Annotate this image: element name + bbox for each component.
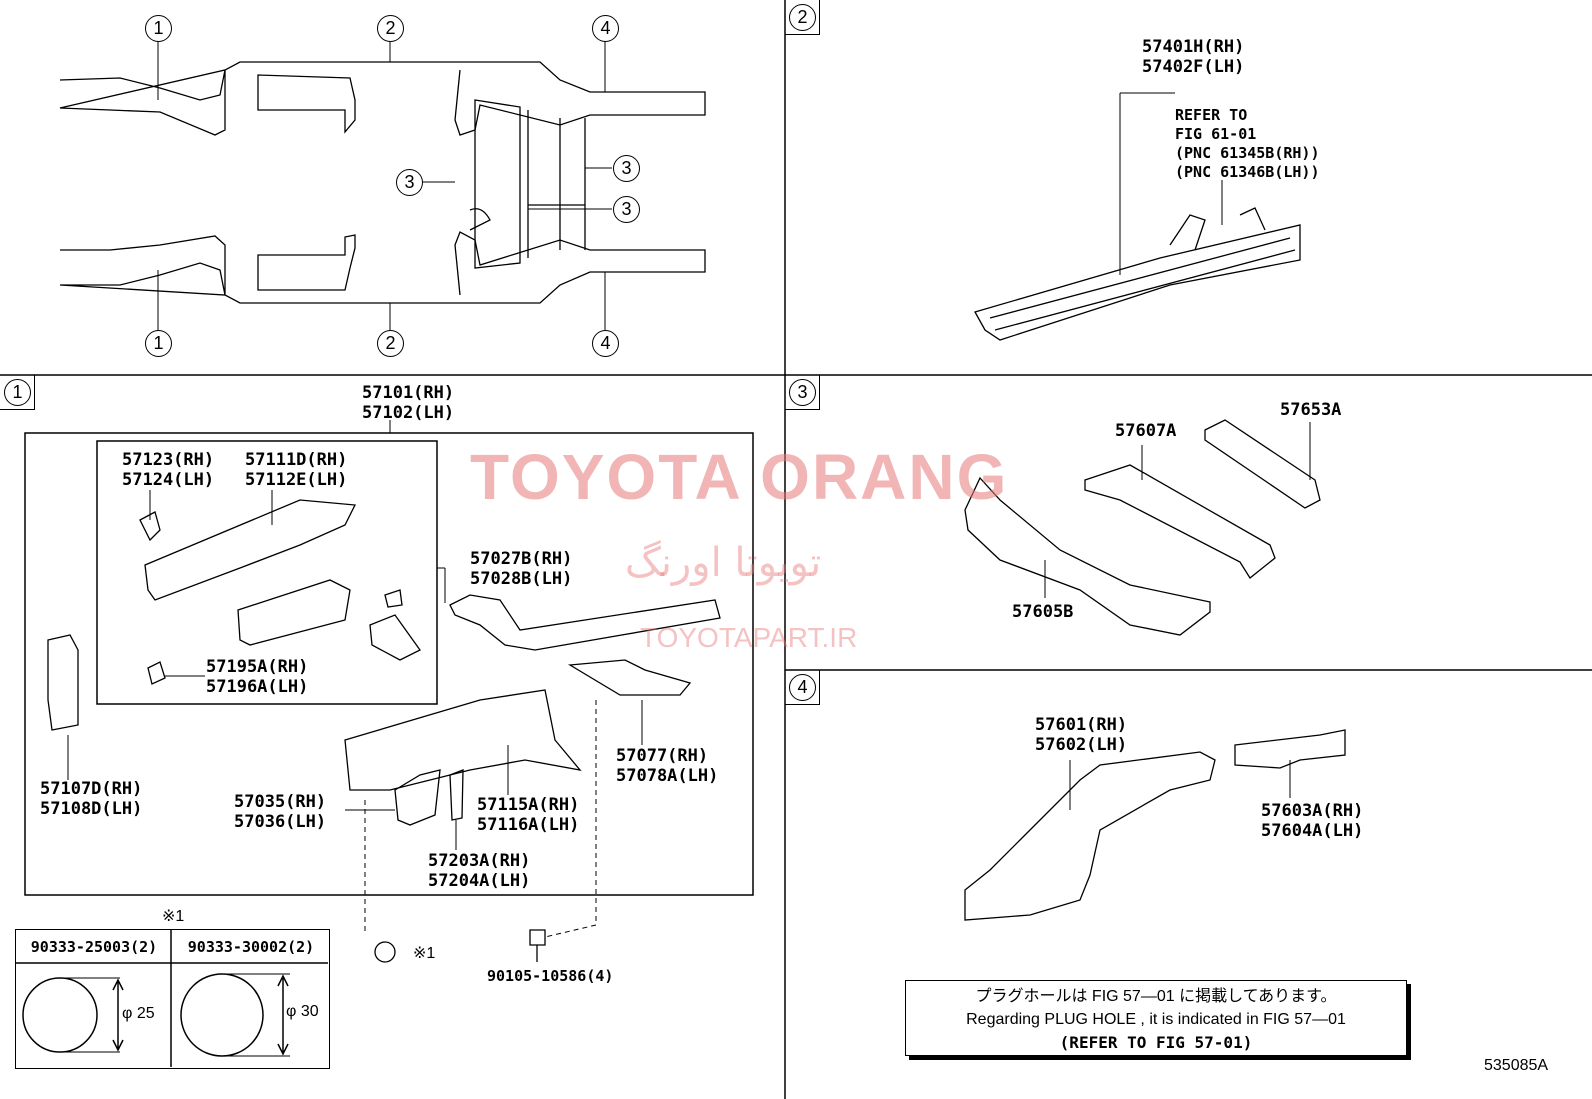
overview-callout: 3 bbox=[613, 196, 640, 223]
section-2-marker: 2 bbox=[785, 0, 820, 35]
section3-parts bbox=[964, 419, 1321, 636]
part-number: 57111D(RH) bbox=[245, 450, 348, 470]
part-number: 57195A(RH) bbox=[206, 657, 309, 677]
part-number: 57027B(RH) bbox=[470, 549, 573, 569]
underbody-overview-outline bbox=[59, 61, 706, 304]
part-number: 57116A(LH) bbox=[477, 815, 580, 835]
plug-part-number: 90333-25003(2) bbox=[30, 938, 158, 956]
part-number: 57601(RH) bbox=[1035, 715, 1128, 735]
overview-callout: 4 bbox=[592, 330, 619, 357]
plug-diameter-value: 25 bbox=[136, 1005, 155, 1022]
part-number: 57604A(LH) bbox=[1261, 821, 1364, 841]
section1-parts bbox=[47, 499, 721, 826]
plug-diameter-value: 30 bbox=[300, 1003, 319, 1020]
part-number: 57035(RH) bbox=[234, 792, 327, 812]
overview-callout: 4 bbox=[592, 15, 619, 42]
section-4-number: 4 bbox=[789, 674, 816, 701]
section3-leaders bbox=[1044, 422, 1311, 598]
refer-line: REFER TO bbox=[1175, 106, 1248, 124]
part-number: 57124(LH) bbox=[122, 470, 215, 490]
overview-callout: 2 bbox=[377, 15, 404, 42]
section-4-marker: 4 bbox=[785, 670, 820, 705]
note-line-refer: (REFER TO FIG 57-01) bbox=[1059, 1033, 1253, 1052]
part-label-57605B: 57605B bbox=[1012, 602, 1074, 622]
part-label-57035: 57035(RH)57036(LH) bbox=[234, 792, 326, 832]
plug-part-number: 90333-30002(2) bbox=[187, 938, 315, 956]
part-label-57607A: 57607A bbox=[1115, 421, 1177, 441]
note-line-jp: プラグホールは FIG 57―01 に掲載してあります。 bbox=[975, 988, 1337, 1005]
overview-leaders bbox=[157, 40, 612, 330]
part-label-57195A: 57195A(RH)57196A(LH) bbox=[206, 657, 308, 697]
refer-line: (PNC 61345B(RH)) bbox=[1175, 144, 1320, 162]
section-3-marker: 3 bbox=[785, 375, 820, 410]
part-label-57101: 57101(RH)57102(LH) bbox=[362, 383, 454, 423]
part-number: 57077(RH) bbox=[616, 746, 709, 766]
bolt-icon bbox=[529, 929, 546, 962]
section-1-number: 1 bbox=[4, 379, 31, 406]
part-number: 57115A(RH) bbox=[477, 795, 580, 815]
plug-icon bbox=[374, 941, 396, 963]
part-label-57123: 57123(RH)57124(LH) bbox=[122, 450, 214, 490]
part-number: 57028B(LH) bbox=[470, 569, 573, 589]
part-number: 57036(LH) bbox=[234, 812, 327, 832]
part-label-57653A: 57653A bbox=[1280, 400, 1342, 420]
section1-inner-box bbox=[96, 440, 438, 705]
figure-code: 535085A bbox=[1484, 1057, 1549, 1074]
part-number: 57603A(RH) bbox=[1261, 801, 1364, 821]
section-2-number: 2 bbox=[789, 4, 816, 31]
overview-callout: 1 bbox=[145, 330, 172, 357]
part-number: 57112E(LH) bbox=[245, 470, 348, 490]
part-number: 57602(LH) bbox=[1035, 735, 1128, 755]
watermark-url: TOYOTAPART.IR bbox=[640, 622, 858, 653]
part-label-57603A: 57603A(RH)57604A(LH) bbox=[1261, 801, 1363, 841]
plug-diameter: φ 30 bbox=[286, 1003, 319, 1020]
note-line-en: Regarding PLUG HOLE , it is indicated in… bbox=[966, 1011, 1346, 1028]
part-number: 57402F(LH) bbox=[1142, 57, 1245, 77]
section1-outer-box bbox=[24, 432, 754, 896]
plug-note-mark: ※1 bbox=[162, 908, 185, 925]
part-label-bolt: 90105-10586(4) bbox=[487, 967, 614, 985]
overview-callout: 2 bbox=[377, 330, 404, 357]
part-label-57203A: 57203A(RH)57204A(LH) bbox=[428, 851, 530, 891]
part-number: 57401H(RH) bbox=[1142, 37, 1245, 57]
overview-callout: 1 bbox=[145, 15, 172, 42]
plug-diameter: φ 25 bbox=[122, 1005, 155, 1022]
section4-parts bbox=[964, 729, 1346, 921]
overview-callout: 3 bbox=[613, 155, 640, 182]
part-label-57077: 57077(RH)57078A(LH) bbox=[616, 746, 718, 786]
section-1-marker: 1 bbox=[0, 375, 35, 410]
refer-line: (PNC 61346B(LH)) bbox=[1175, 163, 1320, 181]
part-label-57601: 57601(RH)57602(LH) bbox=[1035, 715, 1127, 755]
part-label-57401H: 57401H(RH)57402F(LH) bbox=[1142, 37, 1244, 77]
plug-size-table: 90333-25003(2) 90333-30002(2) φ 25 φ 30 bbox=[15, 929, 330, 1069]
part-label-57111D: 57111D(RH)57112E(LH) bbox=[245, 450, 347, 490]
overview-callout: 3 bbox=[396, 169, 423, 196]
watermark-arabic: تویوتا اورنگ bbox=[625, 540, 822, 586]
part-number: 57102(LH) bbox=[362, 403, 455, 423]
part-number: 57203A(RH) bbox=[428, 851, 531, 871]
plug-mark: ※1 bbox=[413, 945, 436, 962]
part-number: 57123(RH) bbox=[122, 450, 215, 470]
part-number: 57101(RH) bbox=[362, 383, 455, 403]
part-number: 57078A(LH) bbox=[616, 766, 719, 786]
section4-leaders bbox=[1069, 760, 1291, 810]
part-number: 57204A(LH) bbox=[428, 871, 531, 891]
part-number: 57196A(LH) bbox=[206, 677, 309, 697]
part-label-57027B: 57027B(RH)57028B(LH) bbox=[470, 549, 572, 589]
rocker-panel-drawing bbox=[974, 92, 1301, 341]
plug-hole-note: プラグホールは FIG 57―01 に掲載してあります。 Regarding P… bbox=[905, 980, 1407, 1056]
part-number: 57108D(LH) bbox=[40, 799, 143, 819]
part-label-57107D: 57107D(RH)57108D(LH) bbox=[40, 779, 142, 819]
watermark-title: TOYOTA ORANG bbox=[470, 441, 1009, 513]
part-number: 57107D(RH) bbox=[40, 779, 143, 799]
part-label-57115A: 57115A(RH)57116A(LH) bbox=[477, 795, 579, 835]
refer-line: FIG 61-01 bbox=[1175, 125, 1257, 143]
section-3-number: 3 bbox=[789, 379, 816, 406]
section1-leaders bbox=[67, 490, 643, 938]
